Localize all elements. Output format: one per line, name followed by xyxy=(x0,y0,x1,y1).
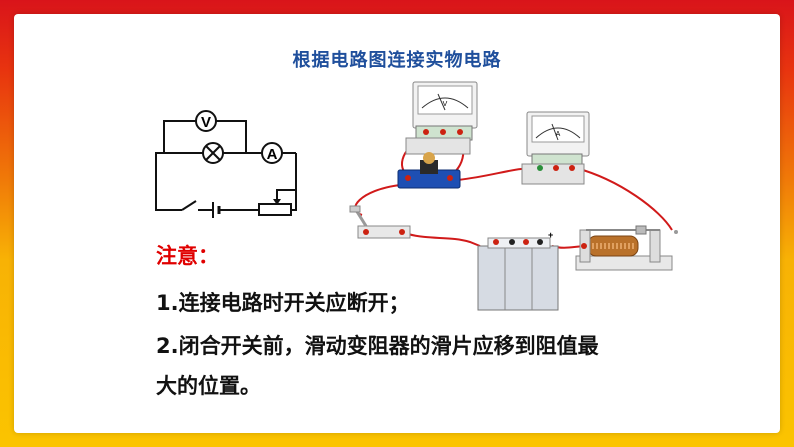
voltmeter-dial-letter: V xyxy=(443,101,448,108)
ammeter-dial-letter: A xyxy=(556,131,561,138)
note-item-2-continued: 大的位置。 xyxy=(156,374,261,398)
voltmeter-letter: V xyxy=(201,114,211,131)
voltmeter-device: V xyxy=(405,81,478,155)
ammeter-symbol xyxy=(261,142,283,164)
ammeter-device: A xyxy=(521,111,590,185)
note-item-1: 1.连接电路时开关应断开； xyxy=(156,291,410,315)
slide-card xyxy=(14,14,780,433)
battery-plus-label: + xyxy=(548,230,553,240)
ammeter-letter: A xyxy=(267,146,278,163)
slide-title: 根据电路图连接实物电路 xyxy=(292,50,502,71)
note-item-2: 2.闭合开关前，滑动变阻器的滑片应移到阻值最 xyxy=(156,334,599,358)
rheostat-slider-arrow xyxy=(273,199,281,205)
voltmeter-symbol xyxy=(195,110,217,132)
rheostat-device xyxy=(575,225,678,271)
switch-device xyxy=(349,205,411,239)
battery-device: + xyxy=(477,230,559,311)
note-heading: 注意： xyxy=(156,244,219,268)
lamp-holder-device xyxy=(397,152,461,189)
